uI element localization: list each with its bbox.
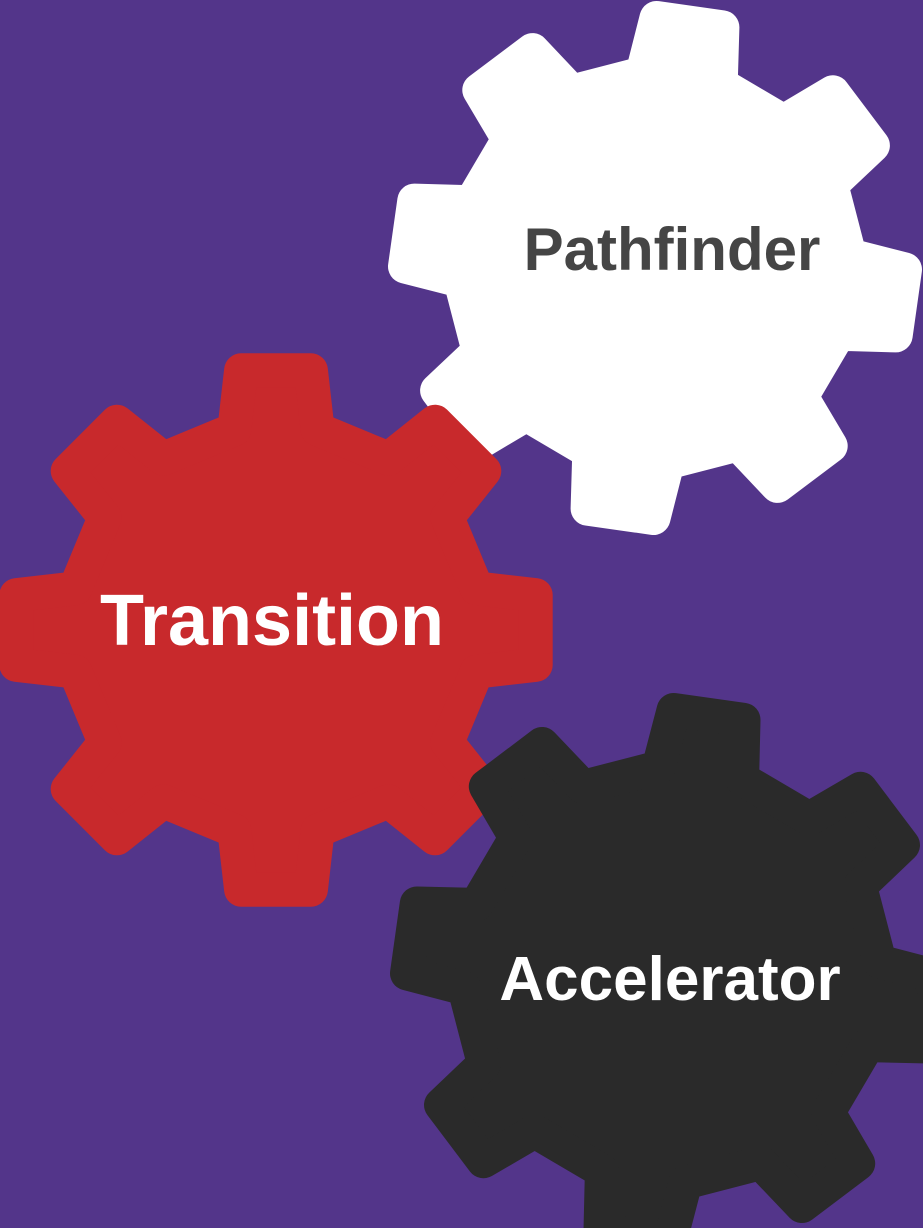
gear-accelerator: Accelerator bbox=[390, 693, 923, 1228]
gear-transition: Transition bbox=[0, 353, 553, 907]
gear-label-pathfinder: Pathfinder bbox=[524, 216, 821, 283]
gear-label-accelerator: Accelerator bbox=[499, 945, 840, 1014]
gear-pathfinder: Pathfinder bbox=[388, 1, 922, 535]
gear-label-transition: Transition bbox=[100, 581, 444, 661]
gear-shape-transition bbox=[0, 353, 553, 907]
gear-shape-accelerator bbox=[390, 693, 923, 1228]
gear-shape-pathfinder bbox=[388, 1, 922, 535]
